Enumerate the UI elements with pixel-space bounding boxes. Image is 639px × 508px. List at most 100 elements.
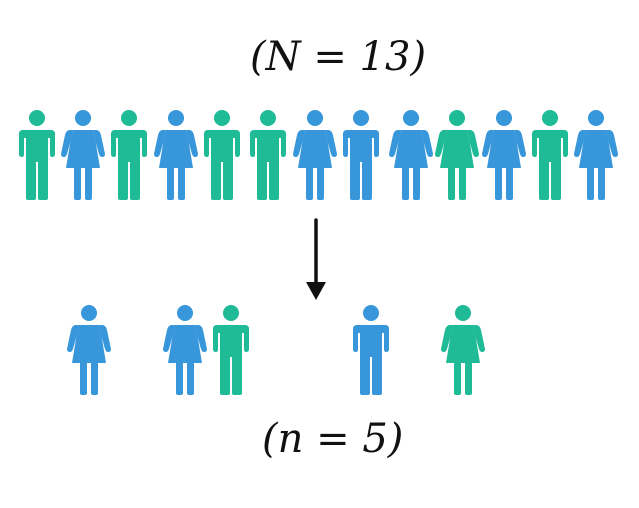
dress (440, 130, 474, 168)
population-group (19, 110, 618, 200)
population-person (204, 110, 240, 200)
population-person (111, 110, 147, 200)
head (223, 305, 239, 321)
population-person (343, 110, 379, 200)
sample-person (163, 305, 207, 395)
leg (372, 356, 382, 395)
leg (223, 161, 233, 200)
head (449, 110, 465, 126)
dress (72, 325, 106, 363)
arm (61, 130, 73, 157)
leg (269, 161, 279, 200)
dress (66, 130, 100, 168)
head (353, 110, 369, 126)
leg (459, 167, 466, 200)
population-person (293, 110, 337, 200)
arrow-head (306, 282, 326, 300)
arm (574, 130, 586, 157)
arm (473, 325, 485, 352)
arm (389, 130, 401, 157)
arm (514, 130, 526, 157)
head (588, 110, 604, 126)
leg (598, 167, 605, 200)
leg (91, 362, 98, 395)
head (260, 110, 276, 126)
head (81, 305, 97, 321)
sample-person (213, 305, 249, 395)
arm (606, 130, 618, 157)
head (75, 110, 91, 126)
leg (74, 167, 81, 200)
population-person (154, 110, 198, 200)
leg (551, 161, 561, 200)
body (532, 130, 568, 162)
sample-label: (n = 5) (262, 416, 404, 462)
dress (579, 130, 613, 168)
sample-person (441, 305, 485, 395)
population-person (250, 110, 286, 200)
leg (306, 167, 313, 200)
head (455, 305, 471, 321)
population-person (532, 110, 568, 200)
sample-group (67, 305, 485, 395)
leg (167, 167, 174, 200)
head (363, 305, 379, 321)
leg (317, 167, 324, 200)
body (343, 130, 379, 162)
arm (467, 130, 479, 157)
population-person (389, 110, 433, 200)
arm (163, 325, 175, 352)
arm (435, 130, 447, 157)
sample-person (67, 305, 111, 395)
leg (211, 161, 221, 200)
dress (159, 130, 193, 168)
leg (362, 161, 372, 200)
head (403, 110, 419, 126)
sampling-arrow (306, 218, 326, 300)
leg (257, 161, 267, 200)
population-person (574, 110, 618, 200)
body (213, 325, 249, 357)
arm (67, 325, 79, 352)
arm (154, 130, 166, 157)
head (214, 110, 230, 126)
dress (168, 325, 202, 363)
arm (186, 130, 198, 157)
arm (325, 130, 337, 157)
dress (298, 130, 332, 168)
leg (413, 167, 420, 200)
body (204, 130, 240, 162)
leg (232, 356, 242, 395)
leg (350, 161, 360, 200)
head (307, 110, 323, 126)
body (111, 130, 147, 162)
head (29, 110, 45, 126)
body (19, 130, 55, 162)
arm (421, 130, 433, 157)
arm (99, 325, 111, 352)
leg (85, 167, 92, 200)
head (121, 110, 137, 126)
leg (506, 167, 513, 200)
leg (187, 362, 194, 395)
dress (487, 130, 521, 168)
body (353, 325, 389, 357)
leg (587, 167, 594, 200)
population-label: (N = 13) (250, 34, 427, 80)
leg (26, 161, 36, 200)
leg (539, 161, 549, 200)
head (542, 110, 558, 126)
leg (402, 167, 409, 200)
dress (446, 325, 480, 363)
leg (118, 161, 128, 200)
leg (130, 161, 140, 200)
head (496, 110, 512, 126)
dress (394, 130, 428, 168)
leg (38, 161, 48, 200)
leg (465, 362, 472, 395)
arm (441, 325, 453, 352)
head (177, 305, 193, 321)
leg (80, 362, 87, 395)
population-person (19, 110, 55, 200)
